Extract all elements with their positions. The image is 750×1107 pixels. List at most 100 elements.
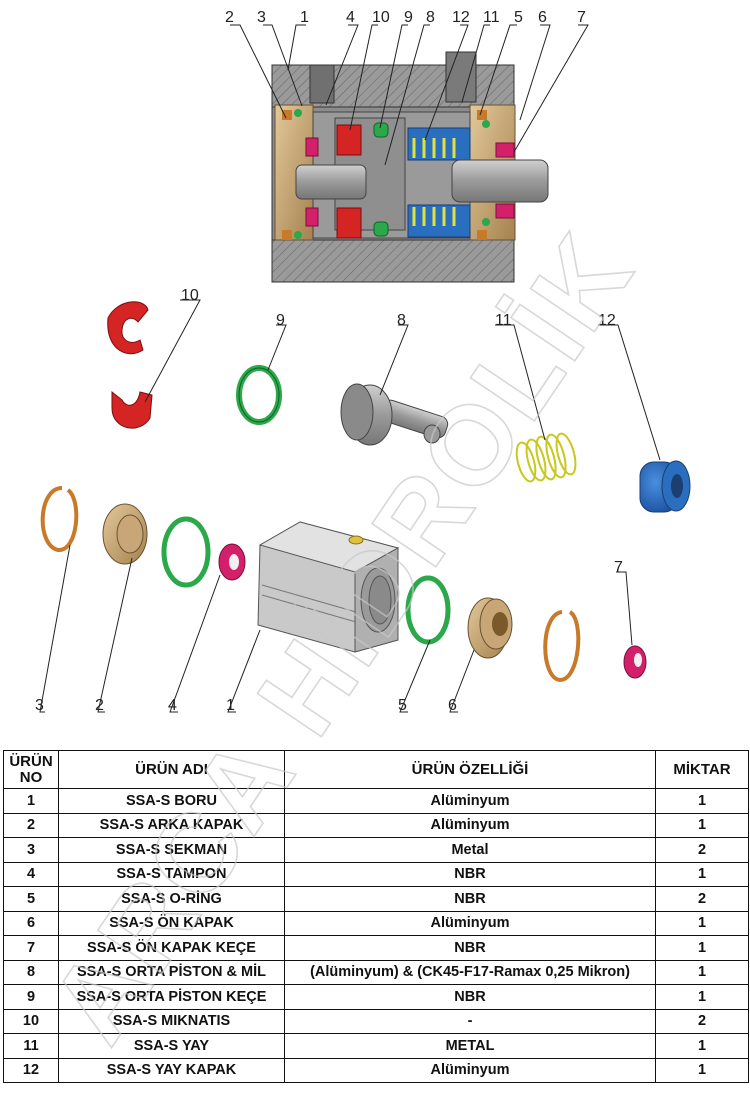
part-12-spring-cap [639, 460, 691, 513]
cell-name: SSA-S YAY [58, 1033, 285, 1059]
cell-name: SSA-S ARKA KAPAK [58, 812, 285, 838]
callout-5b: 5 [398, 697, 407, 714]
cell-spec: Alüminyum [284, 788, 656, 814]
cell-no: 6 [3, 910, 59, 936]
cell-no: 12 [3, 1057, 59, 1083]
callout-11b: 11 [495, 312, 512, 329]
callout-1b: 1 [226, 697, 235, 714]
cell-no: 8 [3, 959, 59, 985]
cell-no: 1 [3, 788, 59, 814]
cell-qty: 1 [655, 984, 749, 1010]
callout-4b: 4 [168, 697, 177, 714]
cell-qty: 1 [655, 861, 749, 887]
part-3-snap-ring-right [543, 610, 581, 683]
part-4-bumper [218, 543, 246, 581]
cell-name: SSA-S ÖN KAPAK [58, 910, 285, 936]
cell-name: SSA-S ORTA PİSTON KEÇE [58, 984, 285, 1010]
part-3-snap-ring-left [40, 486, 79, 552]
cell-no: 7 [3, 935, 59, 961]
header-qty: MİKTAR [655, 750, 749, 789]
cell-qty: 2 [655, 837, 749, 863]
callout-10: 10 [372, 9, 390, 26]
cell-spec: NBR [284, 886, 656, 912]
cell-qty: 1 [655, 935, 749, 961]
part-1-tube [257, 521, 400, 653]
callout-9b: 9 [276, 312, 285, 329]
part-6-front-cap [467, 597, 513, 659]
cell-no: 11 [3, 1033, 59, 1059]
part-2-rear-cap [102, 503, 148, 565]
cell-spec: NBR [284, 935, 656, 961]
cell-spec: METAL [284, 1033, 656, 1059]
cell-no: 10 [3, 1008, 59, 1034]
cell-name: SSA-S YAY KAPAK [58, 1057, 285, 1083]
part-8-piston-rod [340, 383, 449, 446]
table-header-row: ÜRÜN NO ÜRÜN ADI ÜRÜN ÖZELLİĞİ MİKTAR [3, 750, 749, 789]
cell-spec: Metal [284, 837, 656, 863]
cell-spec: Alüminyum [284, 812, 656, 838]
callout-7: 7 [577, 9, 586, 26]
header-name: ÜRÜN ADI [58, 750, 285, 789]
callout-4: 4 [346, 9, 355, 26]
part-11-spring [515, 432, 577, 483]
callout-8b: 8 [397, 312, 406, 329]
part-5-o-ring-left [161, 516, 211, 588]
callout-3b: 3 [35, 697, 44, 714]
cell-spec: Alüminyum [284, 910, 656, 936]
cell-qty: 1 [655, 910, 749, 936]
cell-qty: 1 [655, 959, 749, 985]
cell-qty: 1 [655, 1057, 749, 1083]
cell-qty: 2 [655, 886, 749, 912]
cell-no: 4 [3, 861, 59, 887]
header-no: ÜRÜN NO [3, 750, 59, 789]
callout-12b: 12 [598, 312, 616, 329]
callout-2: 2 [225, 9, 234, 26]
cell-no: 9 [3, 984, 59, 1010]
exploded-view-diagram: 2 3 1 4 10 9 8 12 11 5 6 7 10 9 8 1 [35, 9, 691, 714]
part-10-magnet [107, 301, 153, 429]
callout-9: 9 [404, 9, 413, 26]
callout-12: 12 [452, 9, 470, 26]
callout-6: 6 [538, 9, 547, 26]
callout-7b: 7 [614, 559, 623, 576]
header-spec: ÜRÜN ÖZELLİĞİ [284, 750, 656, 789]
cell-qty: 1 [655, 1033, 749, 1059]
part-7-front-seal [623, 645, 647, 679]
cell-no: 2 [3, 812, 59, 838]
cell-name: SSA-S ORTA PİSTON & MİL [58, 959, 285, 985]
cell-spec: (Alüminyum) & (CK45-F17-Ramax 0,25 Mikro… [284, 959, 656, 985]
callout-5: 5 [514, 9, 523, 26]
cell-spec: - [284, 1008, 656, 1034]
cell-qty: 1 [655, 788, 749, 814]
cell-name: SSA-S TAMPON [58, 861, 285, 887]
cell-spec: Alüminyum [284, 1057, 656, 1083]
cell-qty: 1 [655, 812, 749, 838]
callout-1: 1 [300, 9, 309, 26]
cell-no: 5 [3, 886, 59, 912]
cell-no: 3 [3, 837, 59, 863]
callout-10b: 10 [181, 287, 199, 304]
part-5-o-ring-right [405, 575, 451, 645]
cell-name: SSA-S ÖN KAPAK KEÇE [58, 935, 285, 961]
callout-6b: 6 [448, 697, 457, 714]
cell-spec: NBR [284, 861, 656, 887]
cell-spec: NBR [284, 984, 656, 1010]
cell-name: SSA-S MIKNATIS [58, 1008, 285, 1034]
cylinder-section-view [271, 51, 549, 283]
callout-2b: 2 [95, 697, 104, 714]
cell-qty: 2 [655, 1008, 749, 1034]
cell-name: SSA-S SEKMAN [58, 837, 285, 863]
callout-11: 11 [483, 9, 500, 26]
